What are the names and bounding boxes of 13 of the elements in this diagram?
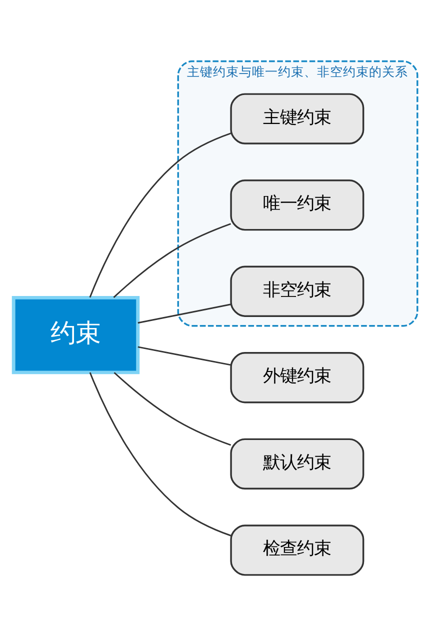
node-box: 默认约束	[230, 438, 364, 490]
node-box: 约束	[11, 296, 140, 374]
node-box: 非空约束	[230, 266, 364, 317]
connector	[137, 304, 230, 324]
connector	[113, 372, 231, 446]
node-box: 检查约束	[230, 524, 364, 576]
connector	[137, 346, 230, 366]
connector	[112, 223, 231, 298]
node-box: 外键约束	[230, 352, 364, 404]
node-box: 唯一约束	[230, 179, 364, 231]
connector	[88, 372, 231, 536]
connector	[88, 132, 231, 298]
node-box: 主键约束	[230, 93, 364, 144]
